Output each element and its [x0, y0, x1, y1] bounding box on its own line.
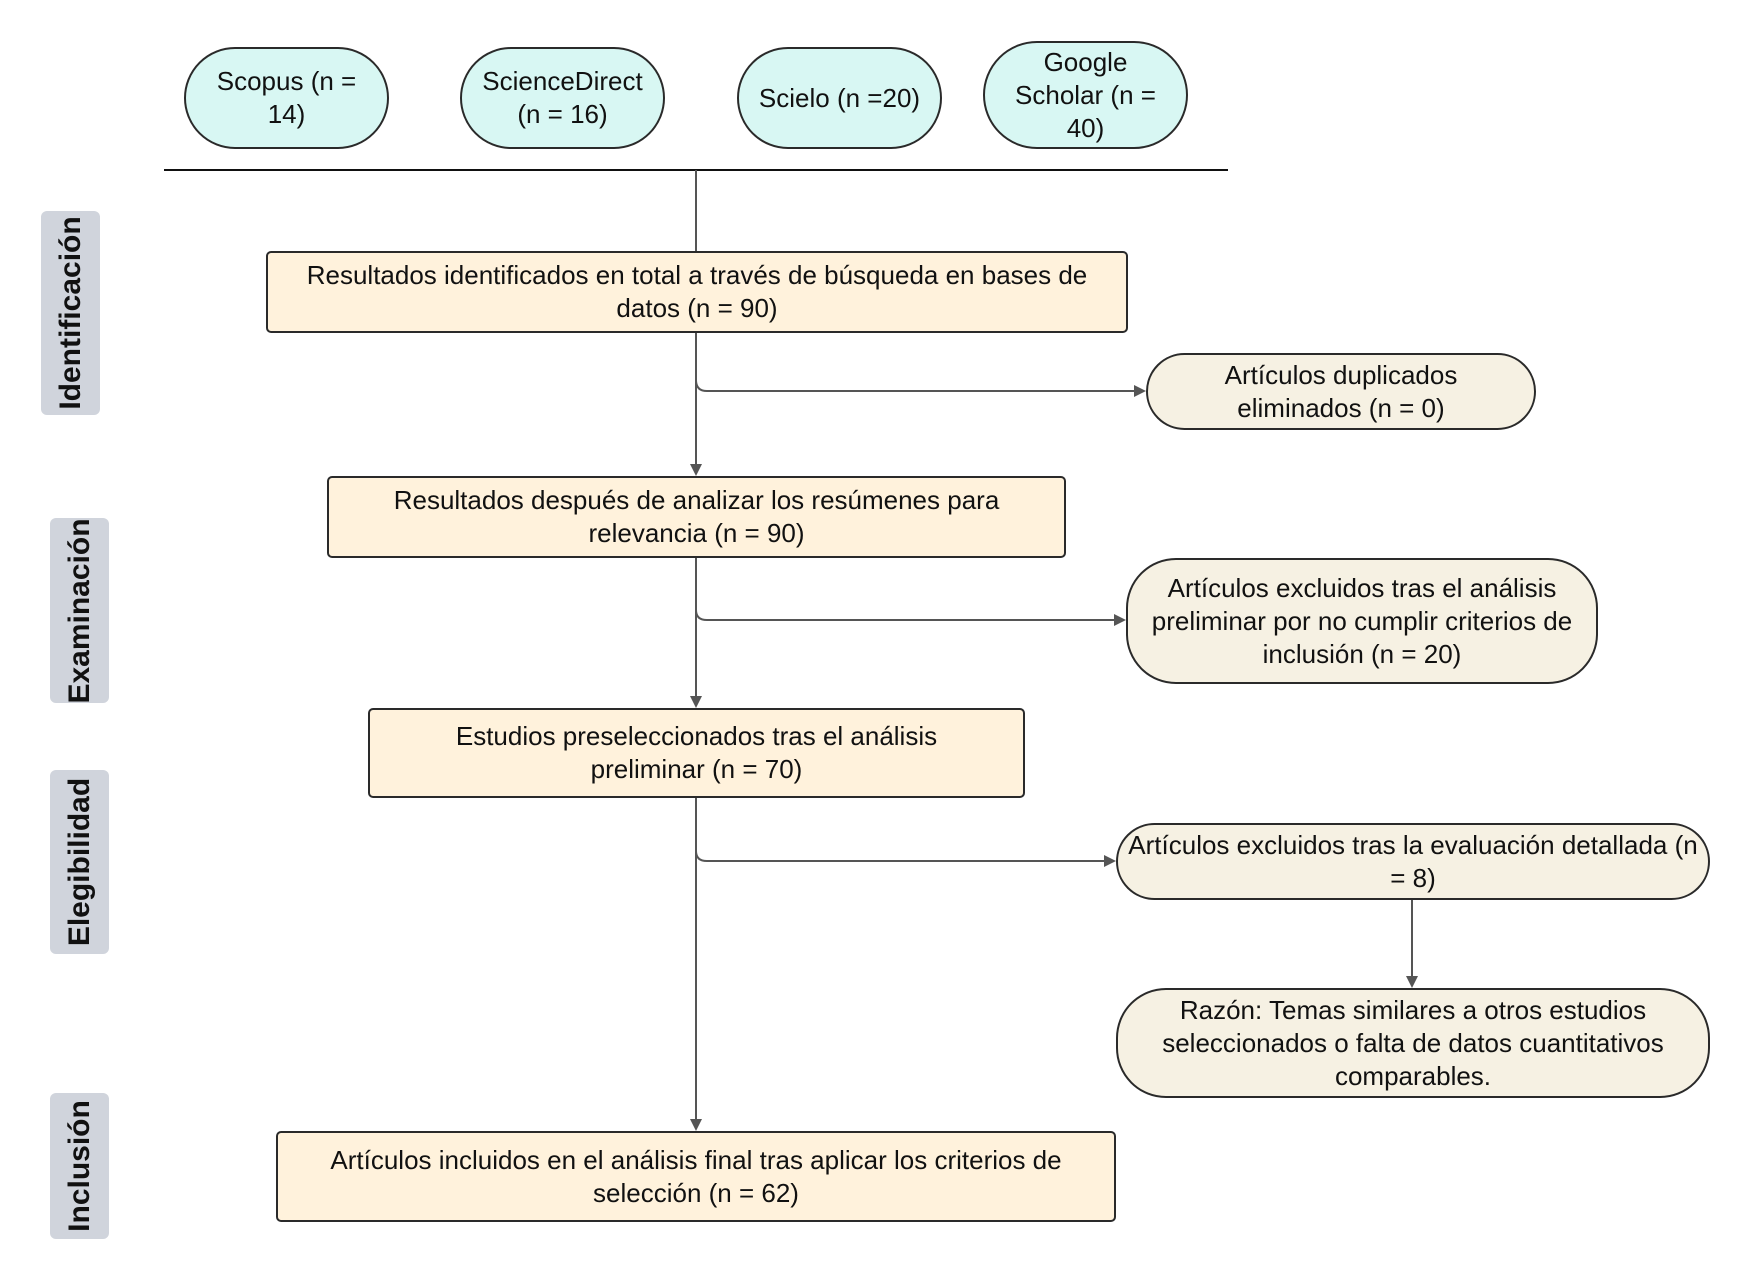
box-excluded-detailed: Artículos excluidos tras la evaluación d… [1116, 823, 1710, 900]
box-screened-label: Resultados después de analizar los resúm… [393, 485, 1000, 548]
arrow-to-excluded-preliminary [695, 609, 1126, 626]
source-scopus-label: Scopus (n = 14) [216, 66, 357, 129]
box-reason-label: Razón: Temas similares a otros estudios … [1162, 994, 1664, 1091]
arrow-to-excluded-detailed [695, 850, 1116, 867]
box-included-label: Artículos incluidos en el análisis final… [330, 1144, 1062, 1208]
box-reason: Razón: Temas similares a otros estudios … [1116, 988, 1710, 1098]
box-excluded-detailed-label: Artículos excluidos tras la evaluación d… [1128, 829, 1698, 893]
box-preselected: Estudios preseleccionados tras el anális… [368, 708, 1025, 798]
box-included: Artículos incluidos en el análisis final… [276, 1131, 1116, 1222]
source-scielo-label: Scielo (n =20) [758, 82, 921, 113]
source-sciencedirect: ScienceDirect (n = 16) [460, 47, 665, 149]
source-sciencedirect-label: ScienceDirect (n = 16) [482, 66, 643, 129]
source-google-scholar: Google Scholar (n = 40) [983, 41, 1188, 149]
box-excluded-preliminary: Artículos excluidos tras el análisis pre… [1126, 558, 1598, 684]
box-duplicates-label: Artículos duplicados eliminados (n = 0) [1224, 359, 1458, 423]
phase-identificacion: Identificación [41, 211, 100, 415]
box-identified-label: Resultados identificados en total a trav… [306, 260, 1088, 323]
source-google-scholar-label: Google Scholar (n = 40) [1015, 46, 1156, 143]
arrow-to-duplicates [695, 379, 1146, 397]
box-screened: Resultados después de analizar los resúm… [327, 476, 1066, 558]
box-identified: Resultados identificados en total a trav… [266, 251, 1128, 333]
source-scielo: Scielo (n =20) [737, 47, 942, 149]
phase-elegibilidad: Elegibilidad [50, 770, 109, 954]
phase-inclusion: Inclusión [50, 1093, 109, 1239]
box-duplicates: Artículos duplicados eliminados (n = 0) [1146, 353, 1536, 430]
box-excluded-preliminary-label: Artículos excluidos tras el análisis pre… [1151, 572, 1573, 669]
phase-examinacion: Examinación [50, 518, 109, 703]
source-scopus: Scopus (n = 14) [184, 47, 389, 149]
box-preselected-label: Estudios preseleccionados tras el anális… [455, 721, 938, 784]
